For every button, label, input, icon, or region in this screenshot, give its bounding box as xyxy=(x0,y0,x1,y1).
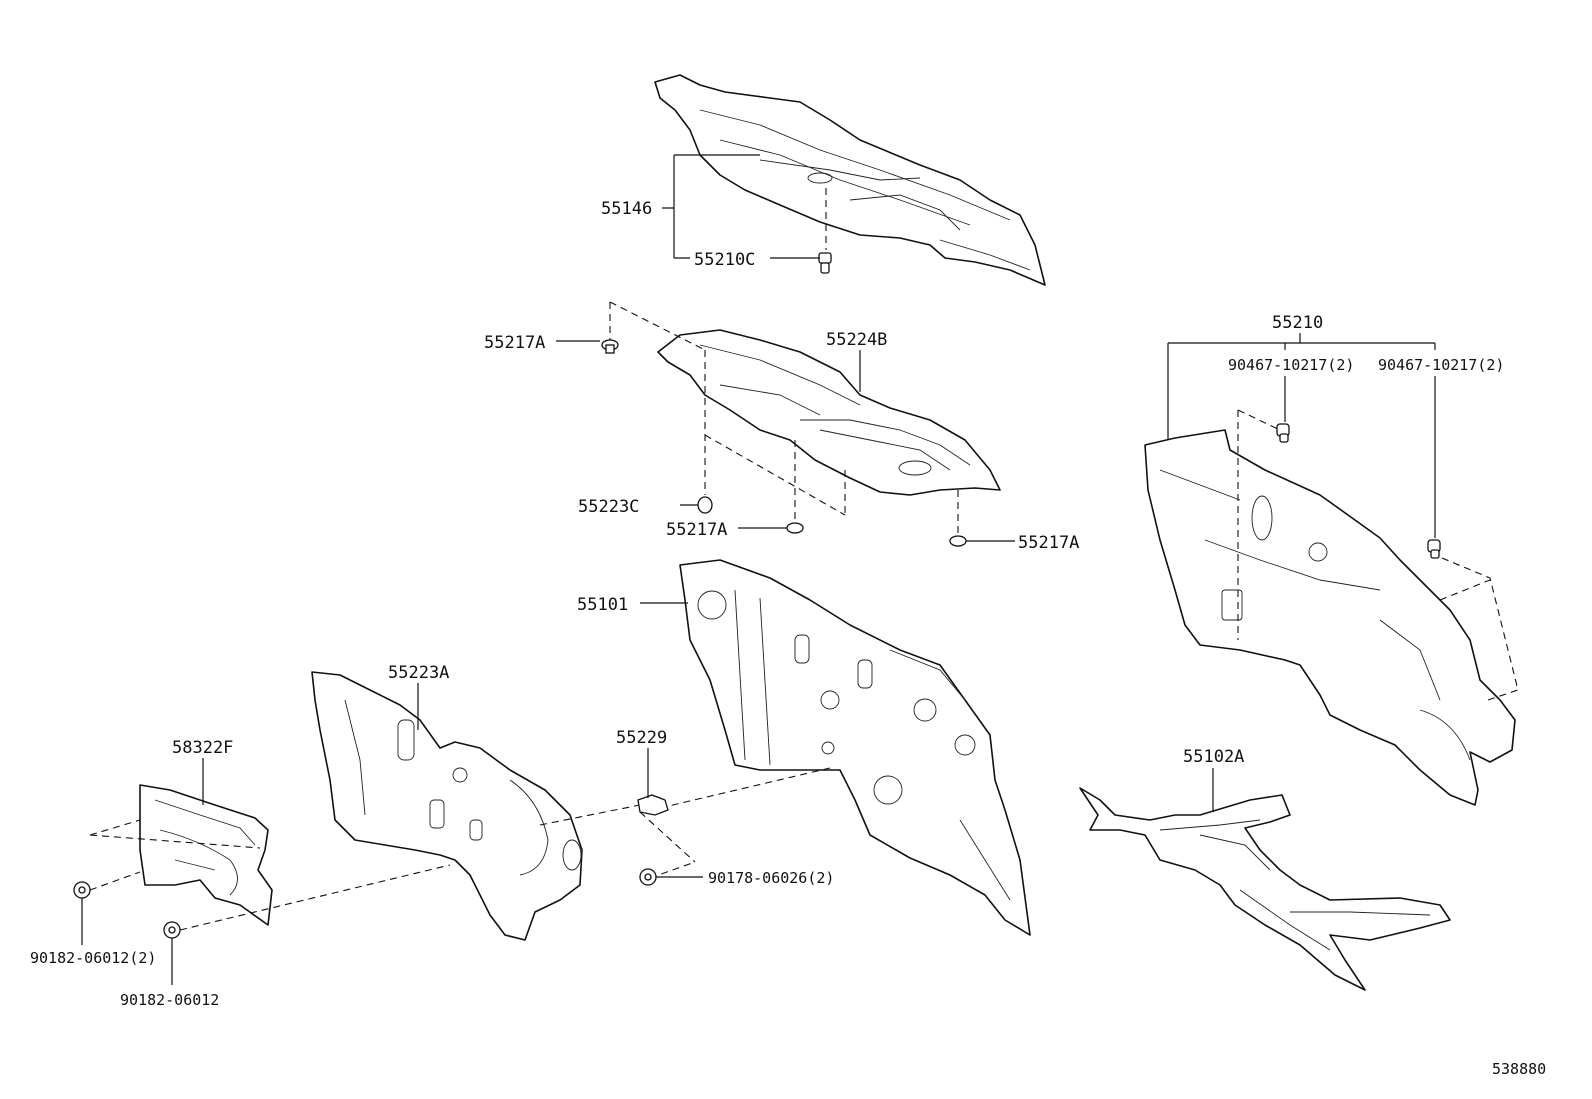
label-55229: 55229 xyxy=(616,728,667,748)
fastener-55210C[interactable] xyxy=(818,188,832,274)
nut-90182-pair[interactable] xyxy=(73,881,91,899)
part-55224B-silencer[interactable] xyxy=(657,329,1001,496)
fastener-55217A-mid[interactable] xyxy=(786,522,804,534)
part-58322F-silencer[interactable] xyxy=(139,784,273,926)
part-55229-bracket[interactable] xyxy=(637,794,669,816)
label-55223A: 55223A xyxy=(388,663,449,683)
guides-55224B xyxy=(609,301,959,535)
label-55224B: 55224B xyxy=(826,330,887,350)
part-55102A-panel[interactable] xyxy=(1079,787,1451,991)
fastener-55217A-top[interactable] xyxy=(601,339,619,354)
label-55210: 55210 xyxy=(1272,313,1323,333)
label-58322F: 58322F xyxy=(172,738,233,758)
nut-90182-single[interactable] xyxy=(163,921,181,939)
label-90178: 90178-06026(2) xyxy=(708,869,834,887)
diagram-id: 538880 xyxy=(1492,1060,1546,1078)
label-55217A-mid: 55217A xyxy=(666,520,727,540)
clip-90467-left[interactable] xyxy=(1276,423,1290,443)
fastener-55217A-right[interactable] xyxy=(949,535,967,547)
part-55223A-insulator[interactable] xyxy=(311,671,583,941)
label-55146: 55146 xyxy=(601,199,652,219)
callout-labels: 55146 55210C 55217A 55224B 55223C 55217A… xyxy=(30,199,1546,1078)
label-55210C: 55210C xyxy=(694,250,755,270)
label-90467-right: 90467-10217(2) xyxy=(1378,356,1504,374)
part-55146-panel[interactable] xyxy=(654,74,1046,286)
nut-90178[interactable] xyxy=(639,868,657,886)
leader-lines xyxy=(81,154,1436,985)
label-90182-single: 90182-06012 xyxy=(120,991,219,1009)
label-55223C: 55223C xyxy=(578,497,639,517)
label-55217A-top: 55217A xyxy=(484,333,545,353)
clip-90467-right[interactable] xyxy=(1427,539,1441,559)
fastener-55223C[interactable] xyxy=(697,496,713,514)
label-90467-left: 90467-10217(2) xyxy=(1228,356,1354,374)
label-90182-pair: 90182-06012(2) xyxy=(30,949,156,967)
guides-55210 xyxy=(1237,409,1519,701)
label-55101: 55101 xyxy=(577,595,628,615)
part-55101-dash-panel[interactable] xyxy=(679,559,1031,936)
label-55217A-right: 55217A xyxy=(1018,533,1079,553)
guides-lower-left xyxy=(89,767,831,931)
label-55102A: 55102A xyxy=(1183,747,1244,767)
